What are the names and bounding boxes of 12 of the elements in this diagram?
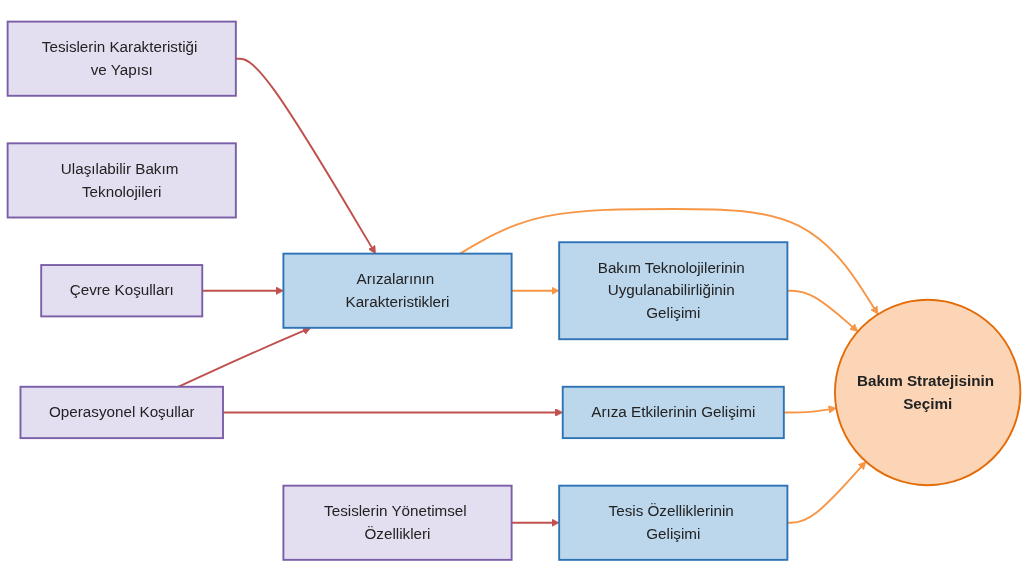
node-box: Arıza Etkilerinin Gelişimi bbox=[561, 385, 785, 439]
node-box: Tesis Özelliklerinin Gelişimi bbox=[558, 484, 789, 561]
arrow bbox=[459, 207, 879, 315]
node-circle: Bakım Stratejisinin Seçimi bbox=[834, 298, 1022, 486]
arrow bbox=[177, 326, 312, 388]
node-box: Bakım Teknolojilerinin Uygulanabilirliğinin Gelişimi bbox=[558, 241, 789, 340]
node-box: Ulaşılabilir Bakım Teknolojileri bbox=[6, 142, 237, 219]
node-box: Operasyonel Koşullar bbox=[19, 385, 224, 439]
node-box: Arızalarının Karakteristikleri bbox=[282, 252, 513, 329]
node-box: Tesislerin Karakteristiği ve Yapısı bbox=[6, 20, 237, 97]
node-box: Çevre Koşulları bbox=[40, 263, 204, 318]
node-box: Tesislerin Yönetimsel Özellikleri bbox=[282, 484, 513, 561]
